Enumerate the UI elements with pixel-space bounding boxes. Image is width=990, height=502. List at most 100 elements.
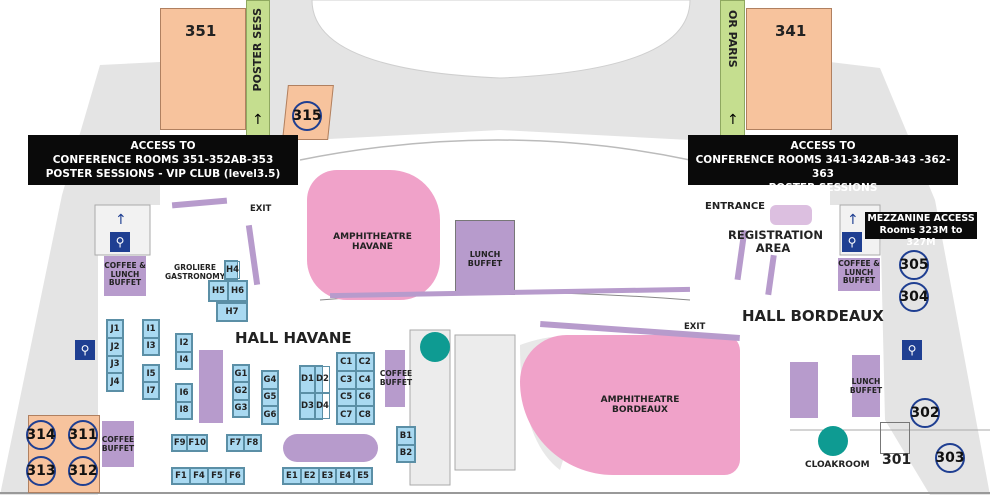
room-312[interactable]: 312 [68, 456, 98, 486]
buffet-counter [199, 350, 223, 423]
booth-i6[interactable]: I6 [176, 384, 192, 402]
access-left-line: ACCESS TO [130, 140, 196, 152]
access-right-line: ACCESS TO [790, 140, 856, 152]
booth-f7[interactable]: F7 [227, 435, 244, 451]
booth-i1[interactable]: I1 [143, 320, 159, 338]
room-301-label: 301 [882, 452, 912, 468]
exit-label: EXIT [250, 204, 272, 214]
lunch-buffet[interactable] [455, 220, 515, 295]
amphitheatre-havane[interactable] [307, 170, 440, 300]
booth-h4[interactable]: H4 [225, 261, 241, 279]
arrow-up-icon: ↑ [727, 112, 739, 128]
booth-g2[interactable]: G2 [233, 382, 249, 400]
cloakroom-marker[interactable] [818, 426, 848, 456]
booth-j2[interactable]: J2 [107, 337, 123, 356]
poster-strip-left[interactable] [246, 0, 270, 138]
booth-b1[interactable]: B1 [397, 427, 415, 445]
booth-c8[interactable]: C8 [355, 406, 374, 424]
coffee-lunch-buffet-right-label: COFFEE & LUNCH BUFFET [838, 259, 880, 286]
booth-f1[interactable]: F1 [172, 468, 190, 484]
booth-i4[interactable]: I4 [176, 351, 192, 369]
arrow-up-icon: ↑ [252, 112, 264, 128]
room-314[interactable]: 314 [26, 420, 56, 450]
room-304-label: 304 [899, 289, 929, 305]
booth-f5[interactable]: F5 [208, 468, 226, 484]
booth-b2[interactable]: B2 [397, 444, 415, 462]
booth-g4[interactable]: G4 [262, 371, 278, 389]
booth-f4[interactable]: F4 [190, 468, 208, 484]
booth-h7[interactable]: H7 [217, 303, 247, 321]
room-315[interactable]: 315 [292, 101, 322, 131]
booth-e1[interactable]: E1 [283, 468, 301, 484]
coffee-buffet-center-label: COFFEE BUFFET [379, 369, 413, 387]
booth-c5[interactable]: C5 [337, 388, 356, 407]
room-305[interactable]: 305 [899, 250, 929, 280]
exit-label: EXIT [684, 322, 706, 332]
room-301[interactable] [880, 422, 910, 454]
booth-f6[interactable]: F6 [226, 468, 244, 484]
room-311[interactable]: 311 [68, 420, 98, 450]
amphitheatre-bordeaux[interactable] [520, 335, 740, 475]
coffee-lunch-buffet-right[interactable] [838, 258, 880, 291]
booth-j3[interactable]: J3 [107, 355, 123, 374]
cloakroom-label: CLOAKROOM [805, 460, 870, 470]
booth-d3[interactable]: D3 [300, 392, 315, 419]
booth-g3[interactable]: G3 [233, 399, 249, 417]
lunch-buffet-label: LUNCH BUFFET [467, 250, 503, 269]
booth-g1[interactable]: G1 [233, 365, 249, 383]
booth-i3[interactable]: I3 [143, 337, 159, 355]
room-302[interactable]: 302 [910, 398, 940, 428]
room-303[interactable]: 303 [935, 443, 965, 473]
room-304[interactable]: 304 [899, 282, 929, 312]
booth-g6[interactable]: G6 [262, 406, 278, 424]
room-314-label: 314 [26, 427, 56, 443]
booth-c3[interactable]: C3 [337, 370, 356, 389]
booth-i5[interactable]: I5 [143, 365, 159, 382]
lunch-buffet-right[interactable] [852, 355, 880, 417]
booth-e3[interactable]: E3 [318, 468, 337, 484]
room-351[interactable]: 351 [160, 8, 246, 130]
booth-f9[interactable]: F9 [172, 435, 188, 451]
poster-strip-right[interactable] [720, 0, 745, 138]
booth-f10[interactable]: F10 [187, 435, 207, 451]
restroom-icon: ⚲ [110, 232, 130, 252]
booth-j4[interactable]: J4 [107, 373, 123, 391]
booth-i2[interactable]: I2 [176, 334, 192, 352]
booth-c4[interactable]: C4 [355, 370, 374, 389]
booth-h6[interactable]: H6 [228, 281, 247, 301]
booth-i7[interactable]: I7 [143, 382, 159, 399]
booth-group-h7: H7 [216, 302, 248, 322]
booth-e5[interactable]: E5 [354, 468, 372, 484]
coffee-buffet-left[interactable] [102, 421, 134, 467]
room-341[interactable]: 341 [746, 8, 832, 130]
booth-d4[interactable]: D4 [314, 392, 330, 419]
booth-d2[interactable]: D2 [314, 366, 330, 393]
entrance-label: ENTRANCE [705, 201, 765, 212]
booth-h5[interactable]: H5 [209, 281, 228, 301]
booth-c6[interactable]: C6 [355, 388, 374, 407]
booth-i8[interactable]: I8 [176, 401, 192, 419]
info-point [420, 332, 450, 362]
booth-g5[interactable]: G5 [262, 388, 278, 407]
restroom-icon: ⚲ [902, 340, 922, 360]
booth-e4[interactable]: E4 [336, 468, 355, 484]
booth-c1[interactable]: C1 [337, 353, 356, 371]
room-312-label: 312 [68, 463, 98, 479]
booth-j1[interactable]: J1 [107, 320, 123, 338]
booth-c2[interactable]: C2 [355, 353, 374, 371]
registration-desk[interactable] [770, 205, 812, 225]
booth-c7[interactable]: C7 [337, 406, 356, 424]
room-311-label: 311 [68, 427, 98, 443]
booth-d1[interactable]: D1 [300, 366, 315, 393]
room-315-label: 315 [292, 108, 322, 124]
room-313[interactable]: 313 [26, 456, 56, 486]
coffee-buffet-center[interactable] [385, 350, 405, 407]
booth-e2[interactable]: E2 [300, 468, 319, 484]
room-351-label: 351 [185, 22, 217, 40]
coffee-lunch-buffet-left[interactable] [104, 256, 146, 296]
booth-f8[interactable]: F8 [244, 435, 261, 451]
